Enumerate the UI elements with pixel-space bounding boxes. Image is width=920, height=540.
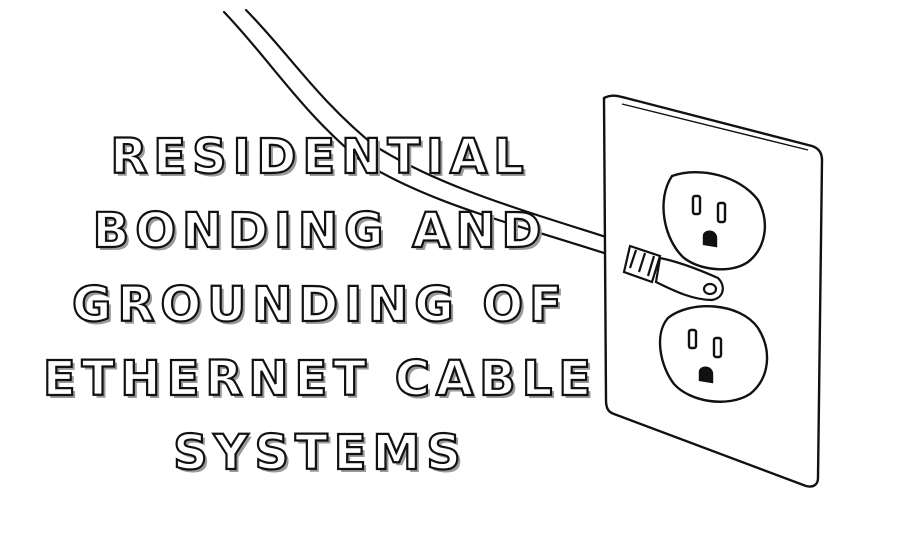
page-title: RESIDENTIAL BONDING AND GROUNDING OF ETH…	[40, 120, 600, 490]
title-line-5: SYSTEMS	[172, 424, 467, 482]
outlet-lower	[658, 305, 769, 403]
title-line-4: ETHERNET CABLE	[42, 350, 598, 408]
ground-cable	[222, 8, 642, 264]
ring-terminal	[622, 244, 724, 302]
outlet-upper	[662, 170, 766, 271]
title-line-1: RESIDENTIAL	[109, 128, 530, 186]
title-line-2: BONDING AND	[92, 202, 548, 260]
title-line-3: GROUNDING OF	[71, 276, 568, 334]
